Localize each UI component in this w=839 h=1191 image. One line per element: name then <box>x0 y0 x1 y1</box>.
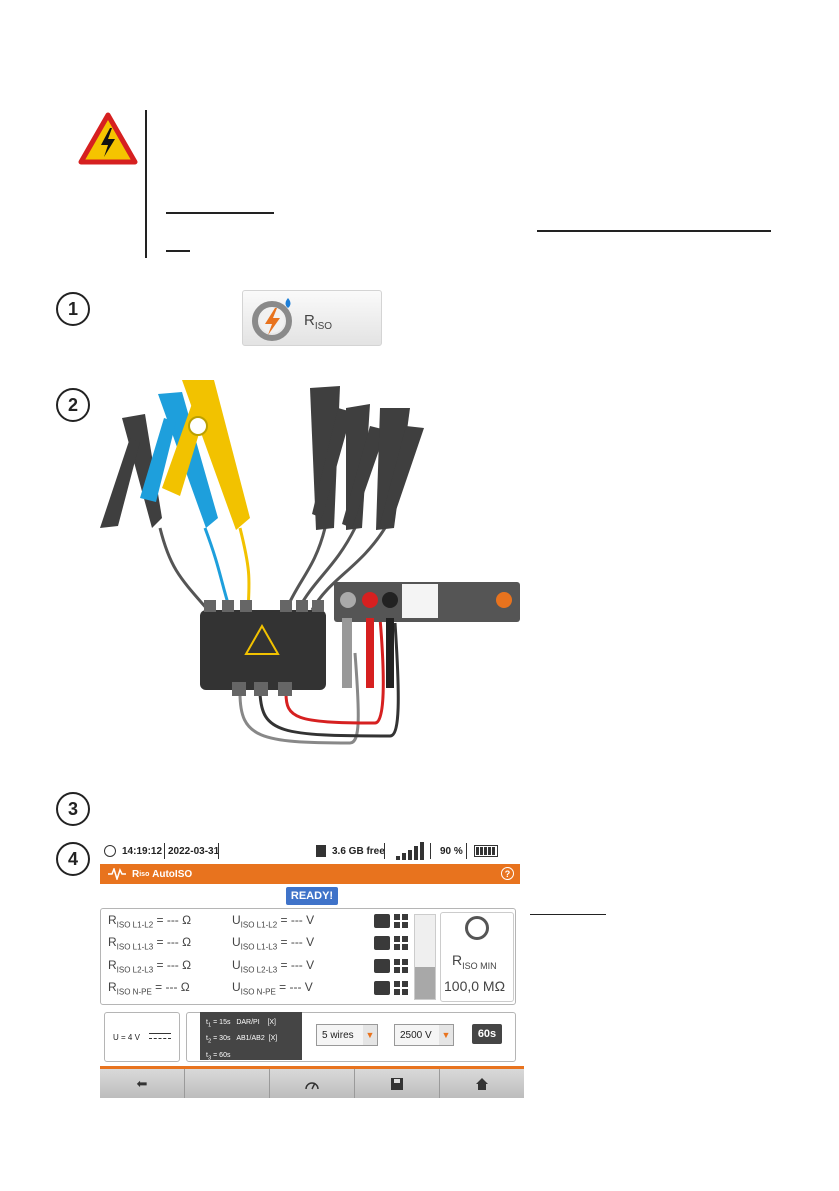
voltage-select[interactable]: 2500 V ▼ <box>394 1024 454 1046</box>
chevron-down-icon: ▼ <box>439 1025 453 1045</box>
home-icon <box>476 1077 488 1090</box>
settings-panel <box>186 1012 516 1062</box>
step-number-1: 1 <box>56 292 90 326</box>
waveform-icon <box>108 868 126 880</box>
back-button[interactable]: ⬅ <box>100 1069 185 1098</box>
timing-row: t1 = 15s DAR/PI [X] <box>206 1019 276 1029</box>
warning-divider <box>145 110 147 258</box>
clock-icon <box>104 845 116 857</box>
riso-row: RISO L1-L2 = --- Ω <box>108 913 192 930</box>
uiso-row: UISO N-PE = --- V <box>232 980 313 997</box>
mode-sub: iso <box>139 870 150 878</box>
clock-date: 2022-03-31 <box>168 846 220 857</box>
progress-bar-fill <box>415 967 435 999</box>
warning-underline <box>537 230 771 232</box>
waveform-chart-icon[interactable] <box>374 959 390 973</box>
step-number-3: 3 <box>56 792 90 826</box>
signal-strength-icon <box>396 842 424 860</box>
riso-min-value: 100,0 MΩ <box>444 978 506 994</box>
results-panel <box>100 908 516 1005</box>
status-badge: READY! <box>286 887 338 905</box>
status-divider <box>430 843 431 859</box>
voltage-readout: U = 4 V <box>113 1033 140 1042</box>
timing-row: t3 = 60s <box>206 1051 231 1062</box>
status-divider <box>384 843 385 859</box>
gauge-button[interactable] <box>270 1069 355 1098</box>
battery-icon <box>474 845 498 857</box>
waveform-chart-icon[interactable] <box>374 914 390 928</box>
bottom-toolbar: ⬅ <box>100 1066 524 1098</box>
home-button[interactable] <box>440 1069 524 1098</box>
dc-symbol-icon <box>149 1033 171 1039</box>
wires-select[interactable]: 5 wires ▼ <box>316 1024 378 1046</box>
uiso-row: UISO L1-L2 = --- V <box>232 913 315 930</box>
step-number-4: 4 <box>56 842 90 876</box>
grid-view-icon[interactable] <box>394 936 408 950</box>
help-icon[interactable]: ? <box>501 867 514 880</box>
storage-free: 3.6 GB free <box>332 846 385 857</box>
riso-row: RISO L1-L3 = --- Ω <box>108 935 192 952</box>
mode-name: AutoISO <box>152 868 193 880</box>
waveform-chart-icon[interactable] <box>374 981 390 995</box>
battery-percent: 90 % <box>440 846 463 857</box>
timing-settings-box[interactable]: t1 = 15s DAR/PI [X] t2 = 30s AB1/AB2 [X]… <box>200 1012 302 1061</box>
warning-underline <box>166 250 190 252</box>
status-divider <box>466 843 467 859</box>
save-icon <box>391 1077 403 1090</box>
uiso-row: UISO L1-L3 = --- V <box>232 935 315 952</box>
mode-prefix: R <box>132 868 140 880</box>
grid-view-icon[interactable] <box>394 981 408 995</box>
note-underline <box>530 914 606 915</box>
riso-min-label: RISO MIN <box>452 952 497 971</box>
waveform-chart-icon[interactable] <box>374 936 390 950</box>
test-leads-illustration <box>100 380 520 745</box>
grid-view-icon[interactable] <box>394 914 408 928</box>
gauge-icon <box>305 1081 319 1089</box>
start-ring-icon <box>465 916 489 940</box>
voltage-readout-panel: U = 4 V <box>104 1012 180 1062</box>
riso-row: RISO N-PE = --- Ω <box>108 980 190 997</box>
status-divider <box>218 843 219 859</box>
status-bar: 14:19:12 2022-03-31 3.6 GB free 90 % <box>100 840 520 864</box>
chevron-down-icon: ▼ <box>363 1025 377 1045</box>
timing-row: t2 = 30s AB1/AB2 [X] <box>206 1035 278 1045</box>
grid-view-icon[interactable] <box>394 959 408 973</box>
clock-time: 14:19:12 <box>122 846 163 857</box>
warning-underline <box>166 212 274 214</box>
riso-lightning-icon <box>252 298 292 341</box>
empty-button[interactable] <box>185 1069 270 1098</box>
voltage-select-value: 2500 V <box>400 1029 432 1041</box>
status-divider <box>164 843 165 859</box>
sd-card-icon <box>316 845 326 857</box>
high-voltage-warning-icon <box>78 112 138 165</box>
wires-select-value: 5 wires <box>322 1029 354 1041</box>
step-number-2: 2 <box>56 388 90 422</box>
save-button[interactable] <box>355 1069 440 1098</box>
riso-row: RISO L2-L3 = --- Ω <box>108 958 192 975</box>
uiso-row: UISO L2-L3 = --- V <box>232 958 315 975</box>
riso-min-box[interactable] <box>440 912 514 1002</box>
riso-mode-label: RISO <box>304 312 333 332</box>
arrow-left-icon: ⬅ <box>136 1075 148 1091</box>
duration-button[interactable]: 60s <box>472 1024 502 1044</box>
